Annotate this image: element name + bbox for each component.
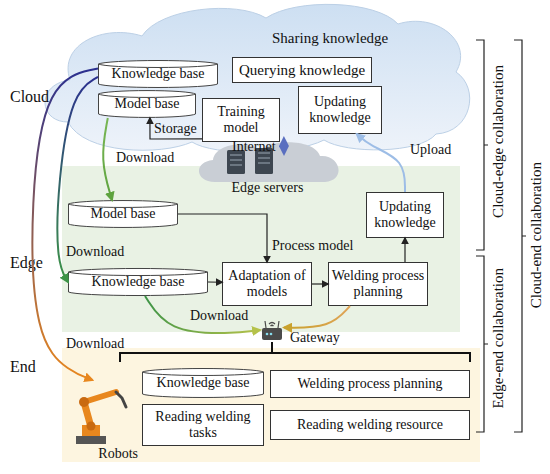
region-label: End [8,358,38,376]
database-cylinder: Knowledge base [68,268,208,296]
database-cylinder: Model base [98,90,196,118]
node-text: Reading welding tasks [143,409,263,440]
edge-label: Download [190,308,248,324]
connector-arrow [208,281,222,282]
server-slot [230,155,242,156]
bracket-label: Cloud-edge collaboration [490,65,507,218]
database-cylinder: Knowledge base [142,368,264,398]
bracket [514,40,526,432]
note-label: Sharing knowledge [272,30,388,47]
node-text: Updating knowledge [367,199,443,230]
connector-arrow [150,118,202,139]
cylinder-body [69,268,208,295]
connector-arrow [32,68,98,380]
region-band [62,348,480,462]
process-box: Adaptation of models [222,262,312,306]
region-label: Edge [8,254,45,272]
server-slot [230,160,242,161]
node-text: Knowledge base [110,66,207,82]
cloud-shape [45,4,470,152]
bracket-label: Edge-end collaboration [490,268,507,408]
connector-arrow [312,283,328,284]
server-slot [230,165,242,166]
process-box: Reading welding resource [270,410,470,440]
cylinder-body [99,61,218,88]
node-text: Reading welding resource [295,417,445,433]
node-text: Adaptation of models [223,268,311,299]
gateway-device: Gateway [260,318,284,342]
robot-base [76,436,106,444]
process-box: Training model [202,98,280,142]
node-text: Model base [113,96,182,112]
region-label: Cloud [8,88,51,106]
robot-joint [79,397,89,407]
database-cylinder: Knowledge base [98,60,218,88]
cylinder-rim [143,372,264,375]
bracket [476,40,488,250]
connector-arrow [178,214,267,262]
edge-label: Process model [272,238,353,254]
robot-arm: Robots [72,380,140,462]
bracket-label: Cloud-end collaboration [528,162,545,308]
process-box: Updating knowledge [366,192,444,238]
gateway-body [262,328,282,340]
node-text: Querying knowledge [237,62,367,79]
node-text: Edge servers [230,180,306,196]
edge-label: Download [66,336,124,352]
edge-label: Internet [232,139,276,155]
server-slot [258,163,270,164]
region-band [62,166,460,332]
node-text: Updating knowledge [299,94,381,125]
cylinder-body [99,91,196,118]
database-cylinder: Model base [68,200,178,228]
robot-arm-segment [84,392,116,402]
process-box: Reading welding tasks [142,404,264,446]
connector-arrow [357,134,405,192]
cylinder-body [69,201,178,228]
process-box: Welding process planning [328,262,428,306]
connector-arrow [103,118,112,200]
node-text: Model base [89,206,158,222]
edge-label: Download [66,244,124,260]
process-box: Updating knowledge [298,86,382,134]
server-slot [258,158,270,159]
robot-torch [116,392,126,407]
edge-label: Storage [154,121,197,137]
node-text: Training model [203,104,279,135]
gateway-light [266,333,269,336]
cylinder-body [143,369,264,398]
process-box: Welding process planning [270,370,470,398]
server-cloud: Edge servers [205,154,330,196]
node-text: Robots [96,446,140,462]
node-text: Welding process planning [329,268,427,299]
connector-arrow [284,306,350,328]
process-box: Querying knowledge [232,57,372,83]
node-text: Knowledge base [90,274,187,290]
connector-arrow [283,138,285,154]
node-text: Gateway [288,330,342,346]
cloud-region: Cloud Knowledge base Querying knowledgeMod… [0,0,482,138]
edge-label: Download [116,150,174,166]
edge-label: Upload [410,142,451,158]
node-text: Knowledge base [155,375,252,391]
gateway-antenna [265,321,279,328]
node-text: Welding process planning [295,376,444,392]
end-region: EndRobots Knowledge base Welding process p… [0,348,480,462]
connector-arrow [404,238,405,262]
gateway-outline [260,318,284,342]
connector-arrow [145,296,260,333]
gateway-light [270,333,273,336]
robot-joint [87,422,96,431]
